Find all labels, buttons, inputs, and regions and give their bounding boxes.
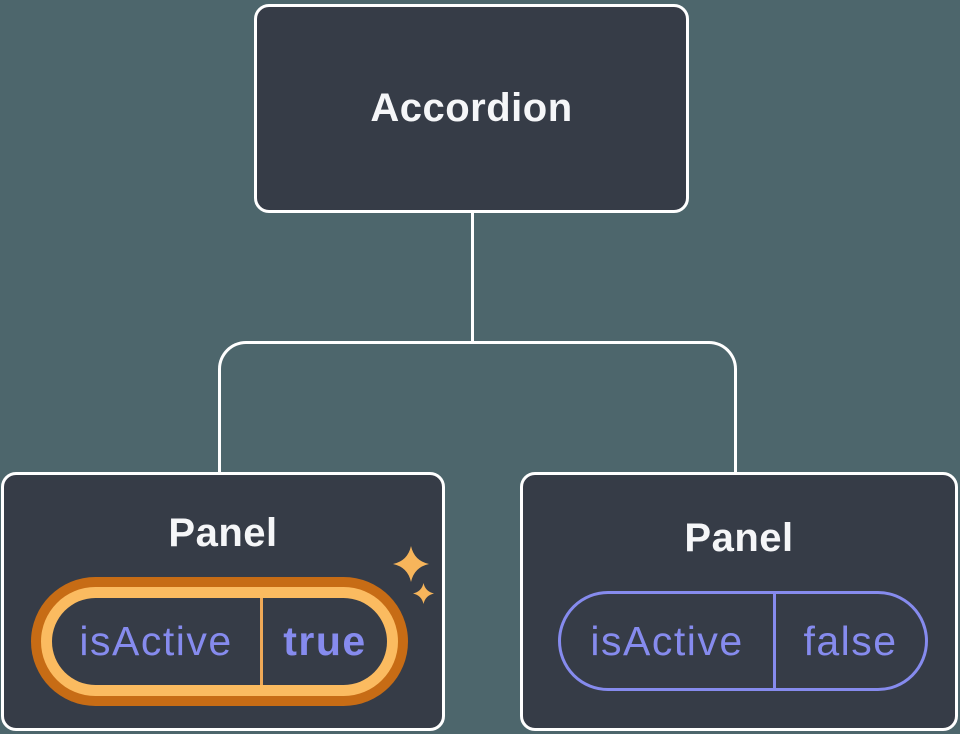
pill-divider — [260, 598, 263, 685]
state-key: isActive — [79, 618, 233, 664]
state-pill-active-core: isActive true — [52, 598, 387, 685]
state-pill-active: isActive true — [31, 577, 408, 706]
panel-node-active: Panel isActive true — [1, 472, 445, 731]
accordion-node: Accordion — [254, 4, 689, 213]
panel-title: Panel — [684, 516, 794, 560]
panel-node-inactive: Panel isActive false — [520, 472, 958, 731]
sparkles-icon — [393, 546, 434, 604]
sparkle-large-icon — [393, 546, 429, 582]
state-value: false — [803, 617, 898, 664]
panel-title: Panel — [168, 511, 278, 555]
state-pill-active-inner-ring: isActive true — [41, 587, 398, 696]
state-pill-inactive: isActive false — [558, 591, 928, 691]
state-key: isActive — [590, 617, 744, 664]
connector-branch — [218, 341, 737, 472]
connector-stem — [471, 210, 474, 344]
state-value: true — [283, 618, 367, 664]
accordion-label: Accordion — [370, 86, 573, 130]
sparkle-small-icon — [413, 583, 434, 604]
pill-divider — [773, 594, 776, 688]
